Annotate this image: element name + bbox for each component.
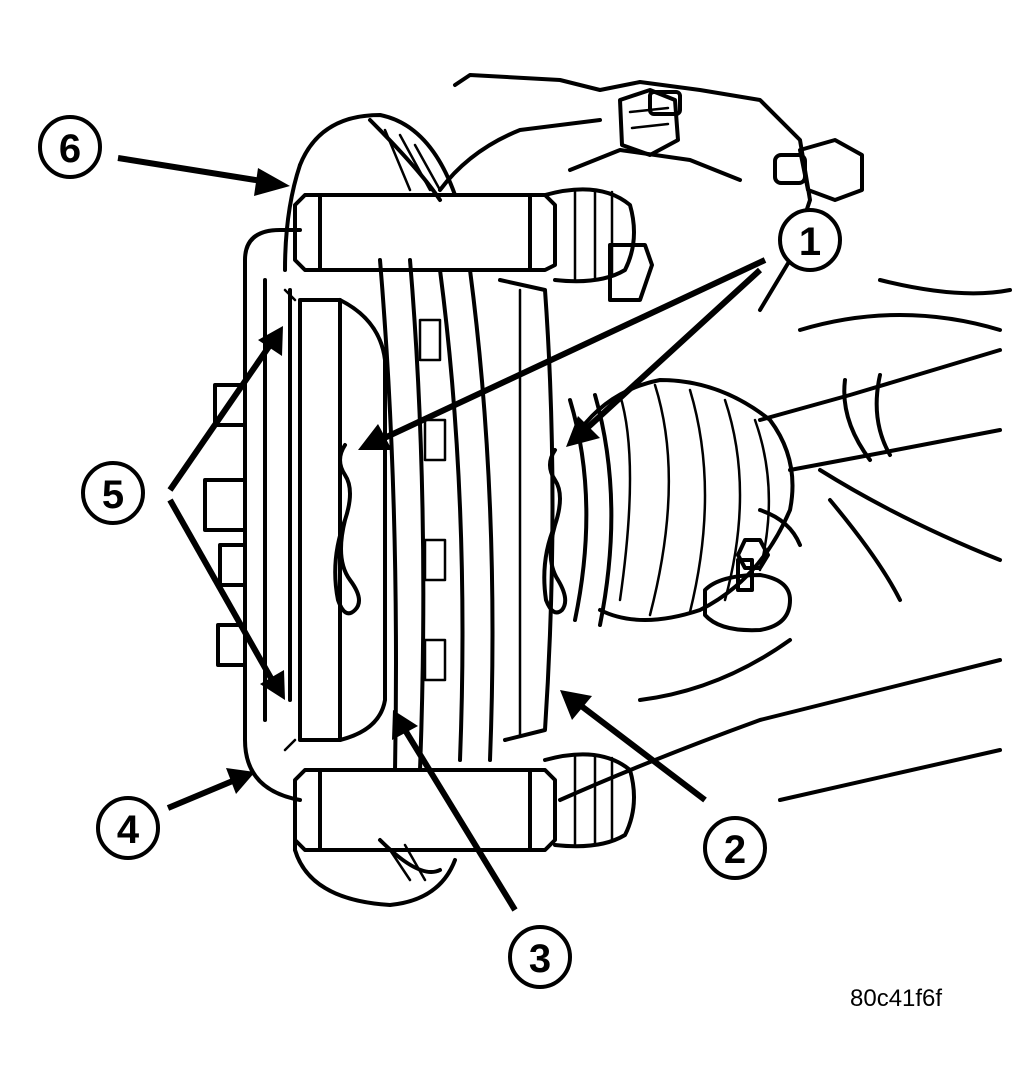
callout-4: 4	[96, 796, 160, 860]
callout-4-label: 4	[117, 808, 140, 852]
callout-2: 2	[703, 816, 767, 880]
callout-3: 3	[508, 925, 572, 989]
caliper-mount-tabs	[203, 383, 247, 667]
rotor-friction-face	[378, 258, 495, 772]
knuckle-bolt-right	[773, 138, 864, 202]
guide-pin-bolt-lower	[543, 752, 636, 849]
outboard-brake-pad	[283, 288, 387, 752]
brake-rotor	[283, 113, 457, 907]
anti-rattle-clip-right	[542, 448, 568, 615]
tie-rod-end	[703, 508, 802, 633]
steering-knuckle-outline	[438, 73, 1012, 802]
callout-arrows	[117, 155, 767, 912]
callout-1: 1	[778, 208, 842, 272]
callout-5: 5	[81, 461, 145, 525]
callout-3-label: 3	[529, 937, 551, 981]
callout-5-label: 5	[102, 473, 124, 517]
drive-shaft	[758, 348, 1002, 472]
callout-2-label: 2	[724, 828, 746, 872]
knuckle-bolt-upper	[618, 88, 682, 157]
caliper-housing	[243, 193, 557, 852]
guide-pin-bolt-upper	[543, 187, 654, 302]
anti-rattle-clip-left	[333, 443, 361, 616]
inboard-brake-pad	[498, 278, 555, 742]
callout-6: 6	[38, 115, 102, 179]
line-art	[203, 73, 1012, 907]
figure-id: 80c41f6f	[850, 985, 943, 1012]
callout-6-label: 6	[59, 127, 81, 171]
callout-1-label: 1	[799, 220, 821, 264]
